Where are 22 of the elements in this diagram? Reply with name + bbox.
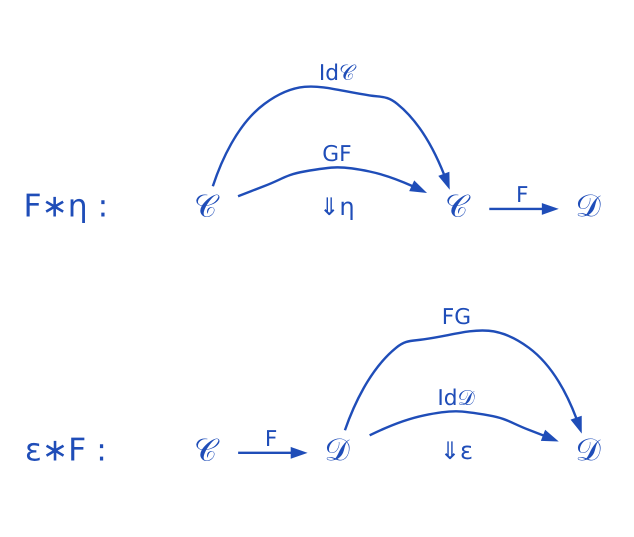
node-text: 𝒟 bbox=[576, 188, 601, 224]
edge-label: Id𝒞 bbox=[318, 60, 356, 86]
label: ⇓ε bbox=[440, 436, 474, 464]
arrow bbox=[238, 446, 308, 458]
node-text: 𝒟 bbox=[576, 432, 601, 468]
label: F∗η : bbox=[23, 188, 108, 224]
edge-label: Id𝒟 bbox=[437, 386, 476, 411]
label: ε∗F : bbox=[24, 432, 107, 468]
arrow bbox=[489, 202, 559, 214]
arrow bbox=[212, 84, 450, 190]
label: ⇓η bbox=[319, 192, 355, 220]
node-text: 𝒞 bbox=[194, 432, 217, 468]
arrow bbox=[369, 410, 559, 441]
edge-label: FG bbox=[442, 304, 472, 330]
node-text: 𝒟 bbox=[324, 432, 350, 468]
arrow bbox=[344, 328, 582, 434]
node-text: 𝒞 bbox=[444, 188, 468, 224]
node-text: 𝒞 bbox=[194, 188, 217, 224]
arrow bbox=[238, 166, 428, 197]
edge-label: F bbox=[264, 426, 278, 452]
edge-label: GF bbox=[322, 142, 352, 167]
edge-label: F bbox=[516, 182, 529, 208]
